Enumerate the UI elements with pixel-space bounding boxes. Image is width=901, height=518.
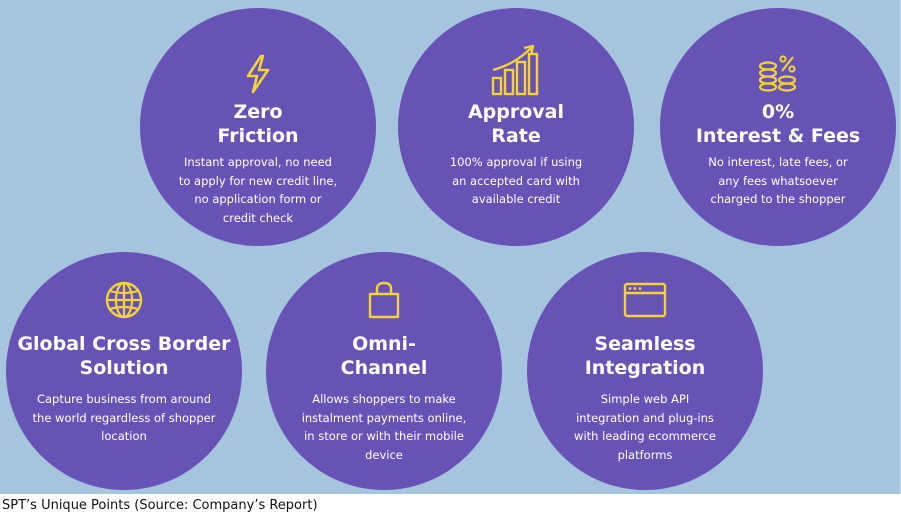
- feature-description: Capture business from around the world r…: [32, 392, 216, 443]
- feature-title: Seamless Integration: [584, 333, 706, 379]
- shopping-bag-icon: [367, 280, 401, 320]
- feature-title: Zero Friction: [217, 101, 299, 147]
- feature-title: Omni- Channel: [340, 333, 428, 379]
- feature-description: Simple web API integration and plug-ins …: [574, 392, 716, 462]
- feature-title: 0% Interest & Fees: [695, 101, 861, 147]
- browser-window-icon: [623, 282, 667, 318]
- feature-description: 100% approval if using an accepted card …: [449, 155, 583, 206]
- feature-circle-interest-fees: 0% Interest & Fees No interest, late fee…: [660, 8, 896, 246]
- feature-title: Global Cross Border Solution: [17, 333, 231, 379]
- feature-title: Approval Rate: [467, 101, 565, 147]
- feature-circle-global-cross-border: Global Cross Border Solution Capture bus…: [6, 252, 242, 490]
- feature-description: Allows shoppers to make instalment payme…: [301, 392, 467, 462]
- feature-description: Instant approval, no need to apply for n…: [178, 155, 338, 225]
- rising-bar-chart-icon: [489, 44, 543, 96]
- lightning-bolt-icon: [243, 54, 273, 94]
- features-panel: Zero Friction Instant approval, no need …: [0, 0, 901, 494]
- feature-circle-zero-friction: Zero Friction Instant approval, no need …: [140, 8, 376, 246]
- feature-circle-omni-channel: Omni- Channel Allows shoppers to make in…: [266, 252, 502, 490]
- feature-circle-seamless-integration: Seamless Integration Simple web API inte…: [527, 252, 763, 490]
- feature-description: No interest, late fees, or any fees what…: [708, 155, 848, 206]
- feature-circle-approval-rate: Approval Rate 100% approval if using an …: [398, 8, 634, 246]
- globe-icon: [104, 280, 144, 320]
- coins-percent-icon: [758, 54, 798, 92]
- figure-caption: SPT’s Unique Points (Source: Company’s R…: [2, 498, 318, 513]
